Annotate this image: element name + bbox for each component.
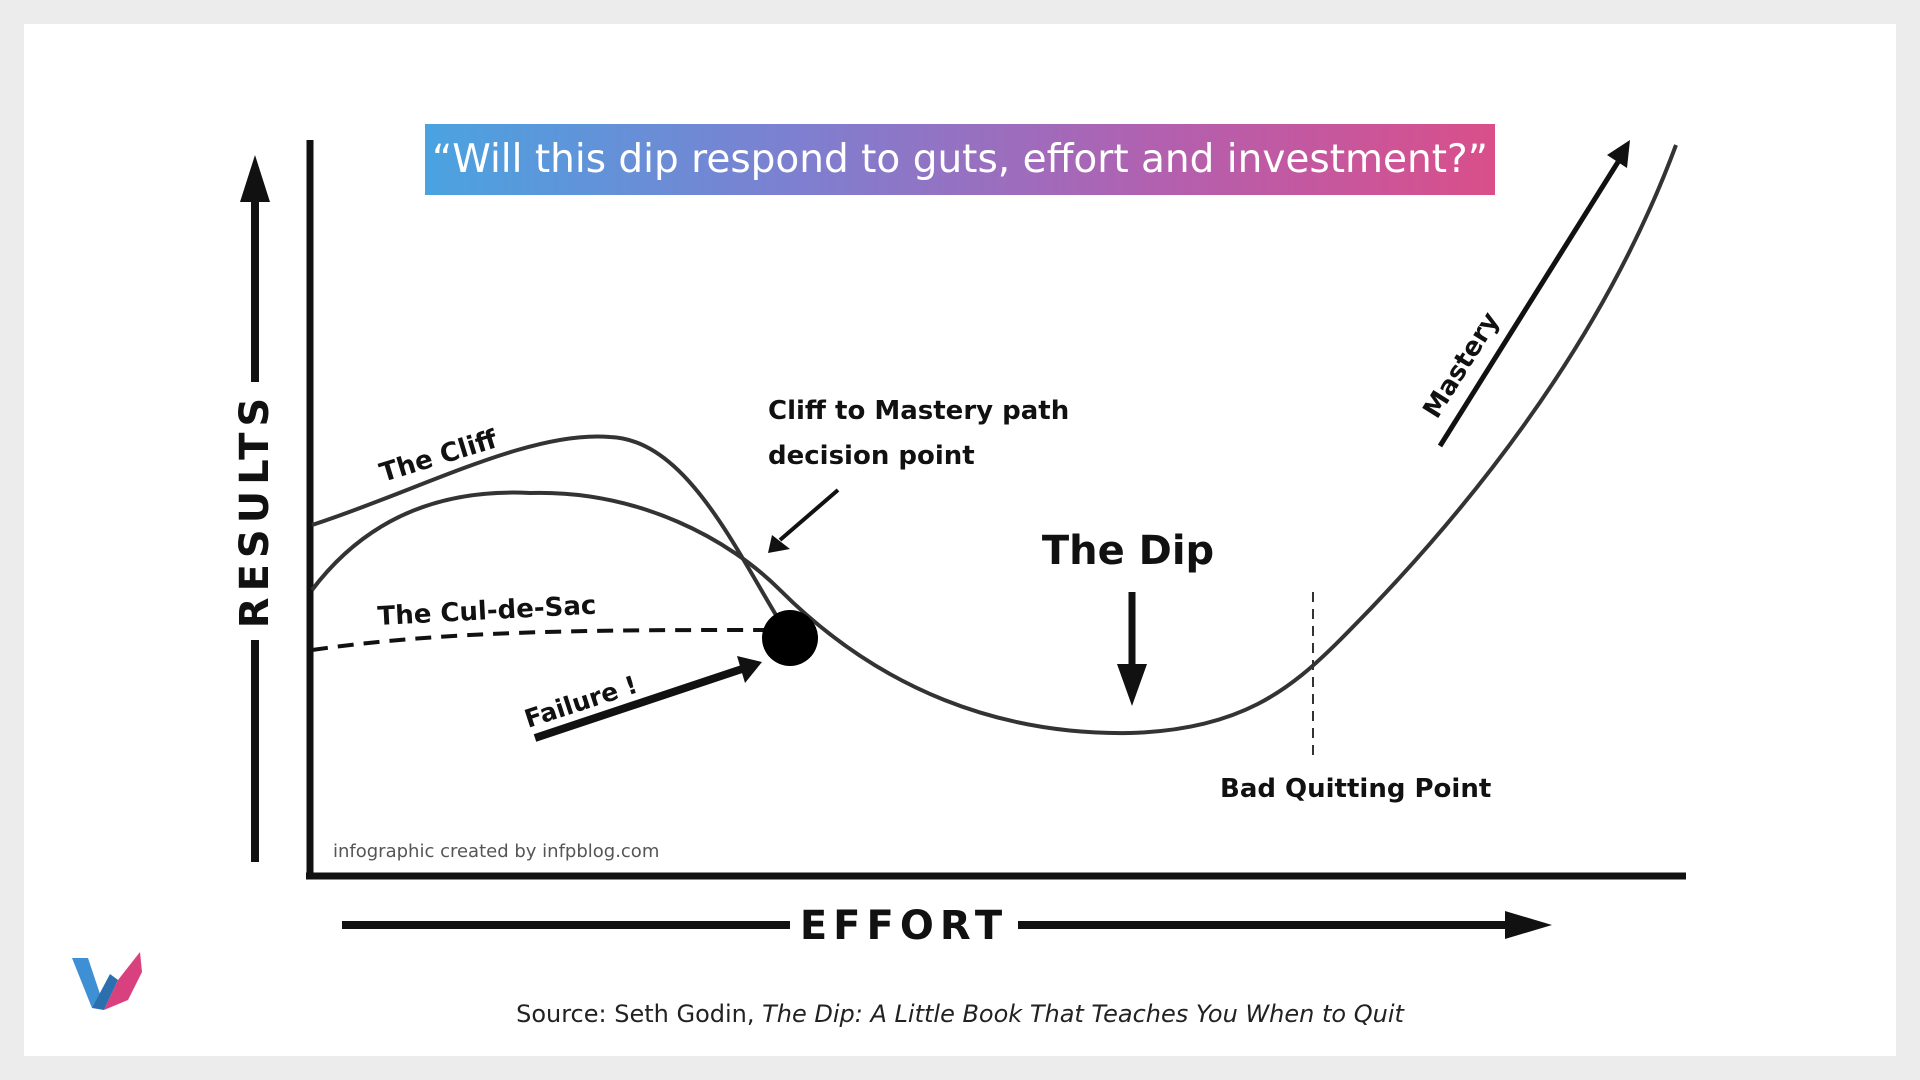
credit-text: infographic created by infpblog.com <box>333 841 659 862</box>
decision-point-arrow-head <box>768 535 790 553</box>
source-book-title: The Dip: A Little Book That Teaches You … <box>762 1000 1404 1028</box>
cul-de-sac-line <box>311 628 771 652</box>
effort-arrow-head <box>1505 911 1552 939</box>
decision-point-label-line2: decision point <box>768 441 975 471</box>
bad-quitting-point-label: Bad Quitting Point <box>1220 774 1491 804</box>
decision-point-label-line1: Cliff to Mastery path <box>768 396 1069 426</box>
cul-de-sac-label: The Cul-de-Sac <box>377 591 597 632</box>
source-citation: Source: Seth Godin, The Dip: A Little Bo… <box>0 1000 1920 1028</box>
question-banner-text: “Will this dip respond to guts, effort a… <box>432 137 1488 182</box>
results-axis-label: RESULTS <box>232 392 278 628</box>
the-dip-label: The Dip <box>1042 528 1214 574</box>
source-prefix: Source: Seth Godin, <box>516 1000 763 1028</box>
failure-arrow-head <box>737 656 762 683</box>
slide-canvas <box>24 24 1896 1056</box>
question-banner: “Will this dip respond to guts, effort a… <box>425 124 1495 195</box>
dip-curve <box>310 144 1678 736</box>
mastery-arrow <box>1437 160 1621 448</box>
failure-arrow <box>533 664 747 742</box>
effort-axis-label: EFFORT <box>800 903 1008 949</box>
mastery-arrow-head <box>1607 140 1630 168</box>
decision-point-arrow <box>778 488 840 542</box>
brand-logo-icon <box>72 952 142 1010</box>
the-dip-arrow-head <box>1117 664 1147 706</box>
failure-point <box>762 610 818 666</box>
results-arrow-head <box>240 155 270 202</box>
